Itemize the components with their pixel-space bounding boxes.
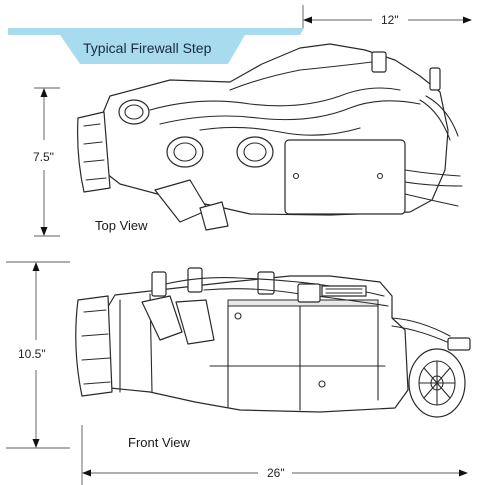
top-view-label: Top View — [95, 218, 148, 233]
dimension-26in — [81, 425, 468, 485]
dimension-label-26in: 26" — [267, 466, 285, 480]
front-view-label: Front View — [128, 435, 190, 450]
firewall-step-label: Typical Firewall Step — [83, 40, 212, 56]
dimension-10-5in — [6, 261, 70, 449]
dimension-12in — [302, 5, 472, 28]
dimension-label-7-5in: 7.5" — [33, 150, 54, 164]
top-view-unit — [77, 43, 463, 231]
dimension-label-12in: 12" — [381, 13, 399, 27]
front-view-unit — [75, 267, 471, 418]
firewall-step-shape — [8, 28, 304, 64]
dimension-7-5in — [34, 87, 60, 237]
dimension-label-10-5in: 10.5" — [18, 347, 46, 361]
